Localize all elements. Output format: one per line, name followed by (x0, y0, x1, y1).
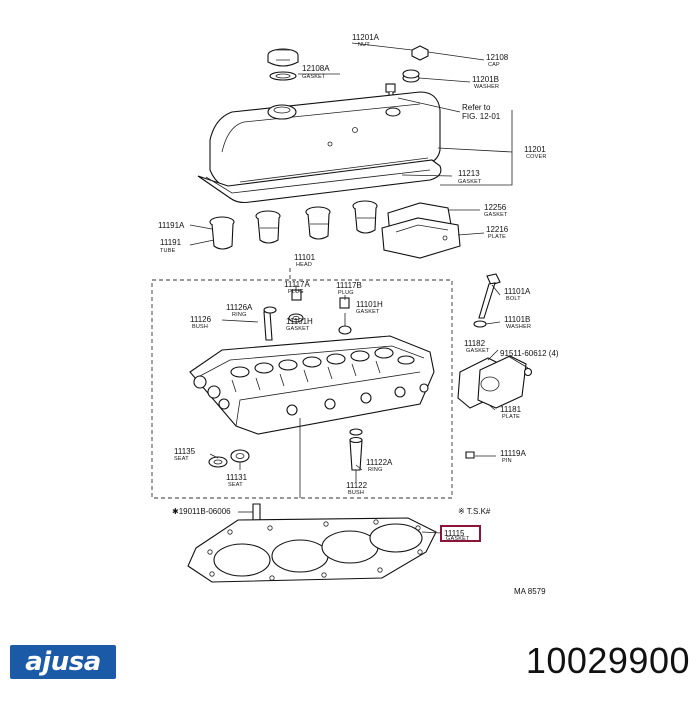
label-gasket-h1-code: 11101H (286, 317, 313, 326)
label-gasket-182-code: 11182 (464, 339, 486, 348)
label-ring-a-sub: RING (232, 312, 247, 318)
valve-seats (208, 449, 250, 468)
label-nut-code: 11201A (352, 33, 380, 42)
label-head-gasket-code: 11115 (444, 529, 465, 538)
cylinder-head (189, 335, 435, 435)
label-gasket-h1-sub: GASKET (286, 326, 310, 332)
label-bush-122-code: 11122 (346, 481, 368, 490)
valve-cover-gasket (197, 159, 442, 204)
label-plate-top-code: 12216 (486, 225, 509, 234)
label-nut-sub: NUT (358, 42, 370, 48)
label-plate-gasket-code: 12256 (484, 203, 507, 212)
label-plug-b-code: 11117B (336, 281, 362, 290)
label-washer-top-code: 11201B (472, 75, 499, 84)
label-head-sub: HEAD (296, 262, 312, 268)
ajusa-logo: ajusa (10, 645, 116, 679)
label-washer-b-code: 11101B (504, 315, 530, 324)
cylinder-head-gasket (187, 517, 437, 583)
label-stud-code: ✱19011B-06006 (172, 507, 231, 516)
cover-nut (411, 45, 429, 61)
label-tube-a-code: 11191A (158, 221, 185, 230)
label-cap-gasket-sub: GASKET (302, 74, 326, 80)
dowel-pin (465, 451, 475, 459)
oil-filler-cap (267, 48, 299, 67)
head-stud (252, 503, 261, 521)
label-screw-code: 91511-60612 (4) (500, 349, 559, 358)
label-ring-122a-sub: RING (368, 467, 383, 473)
label-washer-b-sub: WASHER (506, 324, 531, 330)
label-gasket-h2-code: 11101H (356, 300, 383, 309)
label-plate-181-sub: PLATE (502, 414, 520, 420)
cover-washer (402, 69, 420, 83)
label-refer-code: Refer to (462, 103, 491, 112)
label-head-code: 11101 (294, 253, 316, 262)
label-pin-code: 11119A (500, 449, 526, 458)
label-plate-gasket-sub: GASKET (484, 212, 508, 218)
label-bush-122-sub: BUSH (348, 490, 364, 496)
label-bolt-sub: BOLT (506, 296, 521, 302)
leader-lines (189, 42, 529, 534)
head-assembly-frame (151, 279, 453, 499)
label-seat-131-sub: SEAT (228, 482, 243, 488)
label-plug-a-sub: PLUG (288, 289, 304, 295)
label-gasket-h2-sub: GASKET (356, 309, 380, 315)
label-refer-sub: FIG. 12-01 (462, 112, 501, 121)
part-labels: 11201A NUT 12108 CAP 12108A GASKET 11201… (158, 33, 559, 596)
label-seat-131-code: 11131 (226, 473, 248, 482)
label-cover-sub: COVER (526, 154, 547, 160)
head-bolt (478, 273, 501, 319)
logo-text: ajusa (25, 647, 101, 677)
part-number: 10029900 (525, 640, 690, 681)
label-plate-181-code: 11181 (500, 405, 522, 414)
side-plate (457, 355, 533, 409)
label-gasket-182-sub: GASKET (466, 348, 490, 354)
label-cap-gasket-code: 12108A (302, 64, 330, 73)
valve-train-detail (230, 347, 415, 393)
valve-cover (209, 91, 441, 191)
label-ref-code: MA 8579 (514, 587, 546, 596)
label-cap-code: 12108 (486, 53, 509, 62)
label-ring-122a-code: 11122A (366, 458, 393, 467)
valve-guide-bush (349, 428, 363, 471)
highlight-box (440, 525, 481, 542)
spark-plug-tubes (209, 200, 378, 250)
label-bush-code: 11126 (190, 315, 212, 324)
label-cover-gasket-code: 11213 (458, 169, 480, 178)
label-cover-gasket-sub: GASKET (458, 179, 482, 185)
breather-plate (381, 202, 461, 259)
head-plugs (263, 289, 352, 341)
label-head-gasket-sub: GASKET (446, 536, 470, 542)
label-plate-top-sub: PLATE (488, 234, 506, 240)
label-ring-a-code: 11126A (226, 303, 253, 312)
head-bolt-washer (473, 320, 487, 328)
label-bush-sub: BUSH (192, 324, 208, 330)
label-cap-sub: CAP (488, 62, 500, 68)
label-plug-a-code: 11117A (284, 280, 310, 289)
label-tsk: ※ T.S.K# (458, 507, 491, 516)
label-tube-code: 11191 (160, 238, 182, 247)
label-seat-sub: SEAT (174, 456, 189, 462)
label-cover-code: 11201 (524, 145, 546, 154)
label-bolt-code: 11101A (504, 287, 531, 296)
label-plug-b-sub: PLUG (338, 290, 354, 296)
label-washer-top-sub: WASHER (474, 84, 499, 90)
label-seat-code: 11135 (174, 447, 196, 456)
label-pin-sub: PIN (502, 458, 512, 464)
cap-gasket (269, 71, 297, 81)
label-tube-sub: TUBE (160, 248, 176, 254)
